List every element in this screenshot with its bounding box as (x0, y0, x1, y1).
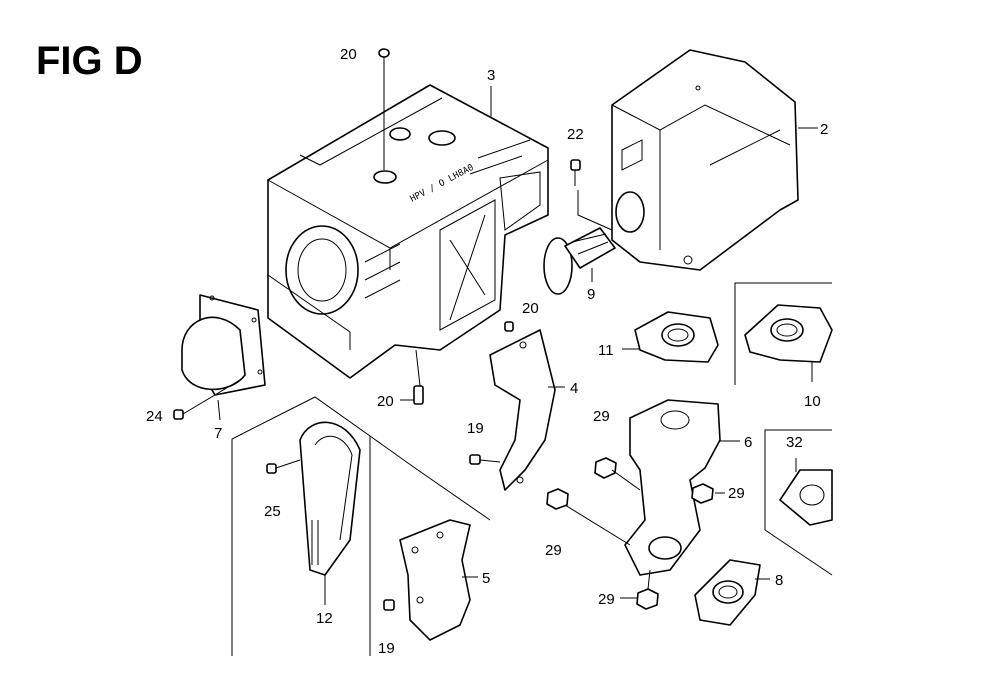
callout-9: 9 (587, 286, 595, 303)
nut-29-d (636, 569, 659, 610)
part-8-gasket (694, 559, 761, 626)
part-6-manifold (624, 399, 721, 576)
bolt-20-top (378, 48, 390, 170)
part-3-shroud: HPV / O LH8A0 (267, 84, 549, 379)
nut-29-c (691, 483, 714, 504)
frame-12 (231, 396, 371, 656)
callout-4: 4 (570, 380, 578, 397)
part-12-shield (299, 421, 361, 576)
part-2-muffler (611, 49, 799, 271)
part-10-gasket (744, 304, 833, 363)
figure-title: FIG D (36, 39, 143, 83)
callout-19-lower: 19 (378, 640, 395, 657)
part-11-gasket (634, 311, 719, 363)
bolt-20-right (504, 321, 514, 332)
callout-29-d: 29 (598, 591, 615, 608)
callout-6: 6 (744, 434, 752, 451)
subassembly-frames (231, 282, 833, 656)
callout-20-right: 20 (522, 300, 539, 317)
callout-22: 22 (567, 126, 584, 143)
bolt-19-lower (383, 599, 395, 611)
callout-32: 32 (786, 434, 803, 451)
callout-3: 3 (487, 67, 495, 84)
frame-32 (764, 429, 832, 530)
part-5-guard (399, 519, 471, 641)
part-9-spark-arrester (543, 227, 616, 295)
callout-19-upper: 19 (467, 420, 484, 437)
part-4-bracket (489, 329, 556, 491)
frame-10 (734, 282, 832, 385)
callout-12: 12 (316, 610, 333, 627)
part-7-cover (181, 294, 266, 396)
callout-29-c: 29 (728, 485, 745, 502)
callout-29-a: 29 (593, 408, 610, 425)
frame-32-diag (764, 529, 833, 576)
bolt-22 (570, 159, 613, 231)
bolt-25 (266, 459, 301, 474)
bolt-19-upper (469, 454, 501, 465)
callout-2: 2 (820, 121, 828, 138)
callout-5: 5 (482, 570, 490, 587)
callout-24: 24 (146, 408, 163, 425)
part-32-gasket (779, 469, 833, 526)
callout-20-top: 20 (340, 46, 357, 63)
frame-5 (369, 435, 491, 521)
bolt-20-bottom (413, 349, 424, 405)
bolt-24 (173, 379, 241, 420)
nut-29-b (546, 488, 631, 546)
callout-7: 7 (214, 425, 222, 442)
callout-11: 11 (598, 342, 614, 359)
leader-lines (217, 86, 818, 605)
callout-8: 8 (775, 572, 783, 589)
callout-20-bottom: 20 (377, 393, 394, 410)
callout-10: 10 (804, 393, 821, 410)
nut-29-a (594, 457, 641, 491)
callout-25: 25 (264, 503, 281, 520)
callout-29-b: 29 (545, 542, 562, 559)
